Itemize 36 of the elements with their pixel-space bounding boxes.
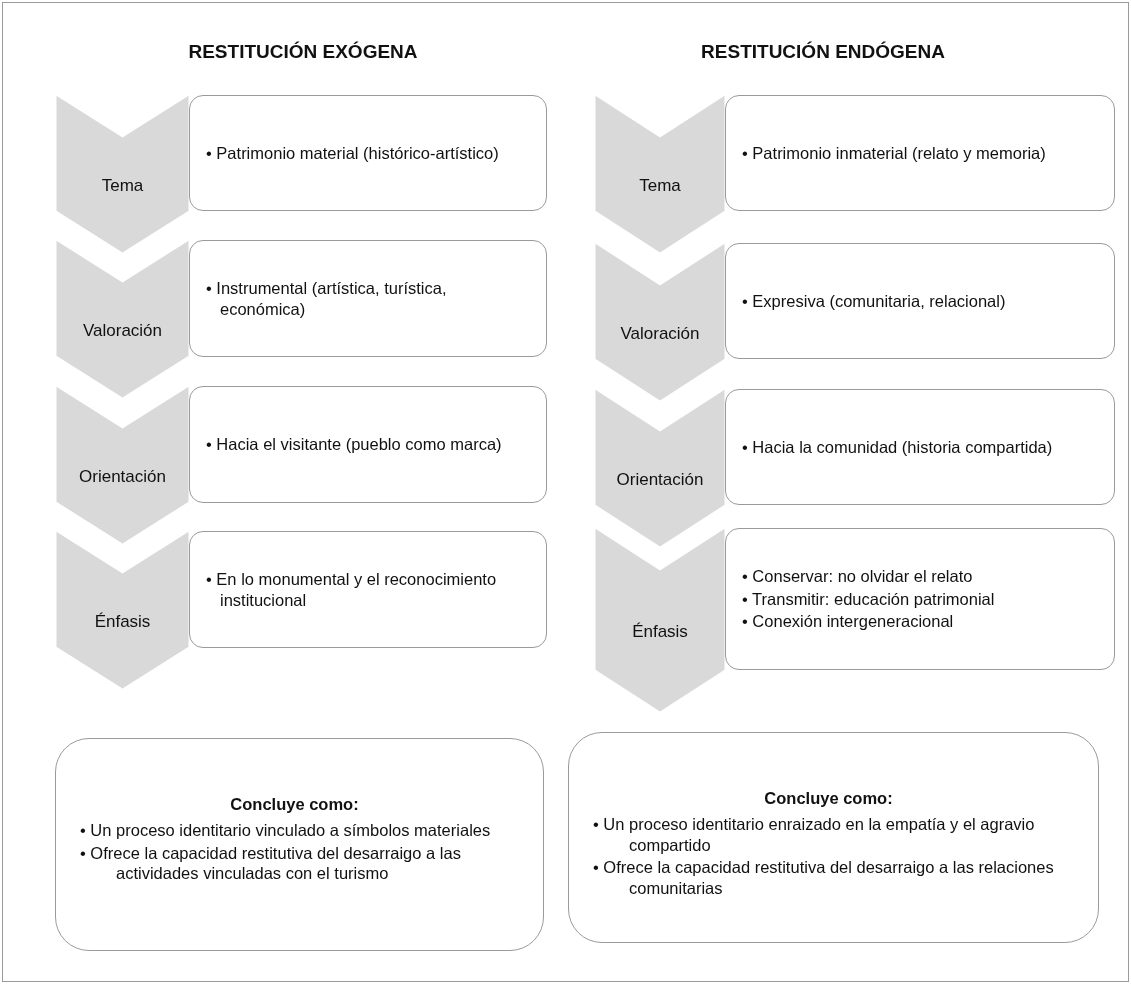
bullet-text: • Patrimonio material (histórico-artístico) xyxy=(206,142,500,164)
panel-heading: Concluye como: xyxy=(229,795,360,814)
step-label: Tema xyxy=(100,176,145,196)
bullet-text: • Conservar: no olvidar el relato xyxy=(742,566,974,587)
step-label: Énfasis xyxy=(631,622,689,642)
bullet-text: • Ofrece la capacidad restitutiva del desarraigo a las relaciones comunitarias xyxy=(593,857,1055,899)
bullet-text: • En lo monumental y el reconocimiento institucional xyxy=(206,568,498,611)
text-panel xyxy=(725,528,1115,670)
bullet-text: • Ofrece la capacidad restitutiva del desarraigo a las actividades vinculadas con el turismo xyxy=(80,842,462,884)
bullet-text: • Hacia el visitante (pueblo como marca) xyxy=(206,434,503,455)
conclusion-panel xyxy=(568,732,1099,943)
bullet-text: • Patrimonio inmaterial (relato y memoria) xyxy=(742,142,1047,164)
step-label: Orientación xyxy=(615,470,705,490)
bullet-text: • Instrumental (artística, turística, económica) xyxy=(206,277,448,320)
bullet-text: • Un proceso identitario enraizado en la empatía y el agravio compartido xyxy=(593,814,1036,856)
step-label: Valoración xyxy=(619,324,701,344)
step-label: Valoración xyxy=(81,321,164,341)
column-title: RESTITUCIÓN ENDÓGENA xyxy=(701,41,945,63)
step-label: Orientación xyxy=(78,467,167,487)
step-label: Énfasis xyxy=(93,612,152,632)
panel-heading: Concluye como: xyxy=(763,789,894,808)
bullet-text: • Conexión intergeneracional xyxy=(742,611,955,632)
text-panel xyxy=(725,243,1115,359)
step-label: Tema xyxy=(638,176,682,196)
conclusion-panel xyxy=(55,738,544,951)
text-panel xyxy=(725,389,1115,505)
bullet-text: • Transmitir: educación patrimonial xyxy=(742,588,996,610)
text-panel xyxy=(189,240,547,357)
column-title: RESTITUCIÓN EXÓGENA xyxy=(188,41,418,63)
text-panel xyxy=(189,531,547,648)
text-panel xyxy=(189,386,547,503)
text-panel xyxy=(725,95,1115,211)
bullet-text: • Expresiva (comunitaria, relacional) xyxy=(742,290,1007,312)
bullet-text: • Hacia la comunidad (historia compartida) xyxy=(742,436,1054,458)
bullet-text: • Un proceso identitario vinculado a símbolos materiales xyxy=(80,820,492,841)
text-panel xyxy=(189,95,547,211)
